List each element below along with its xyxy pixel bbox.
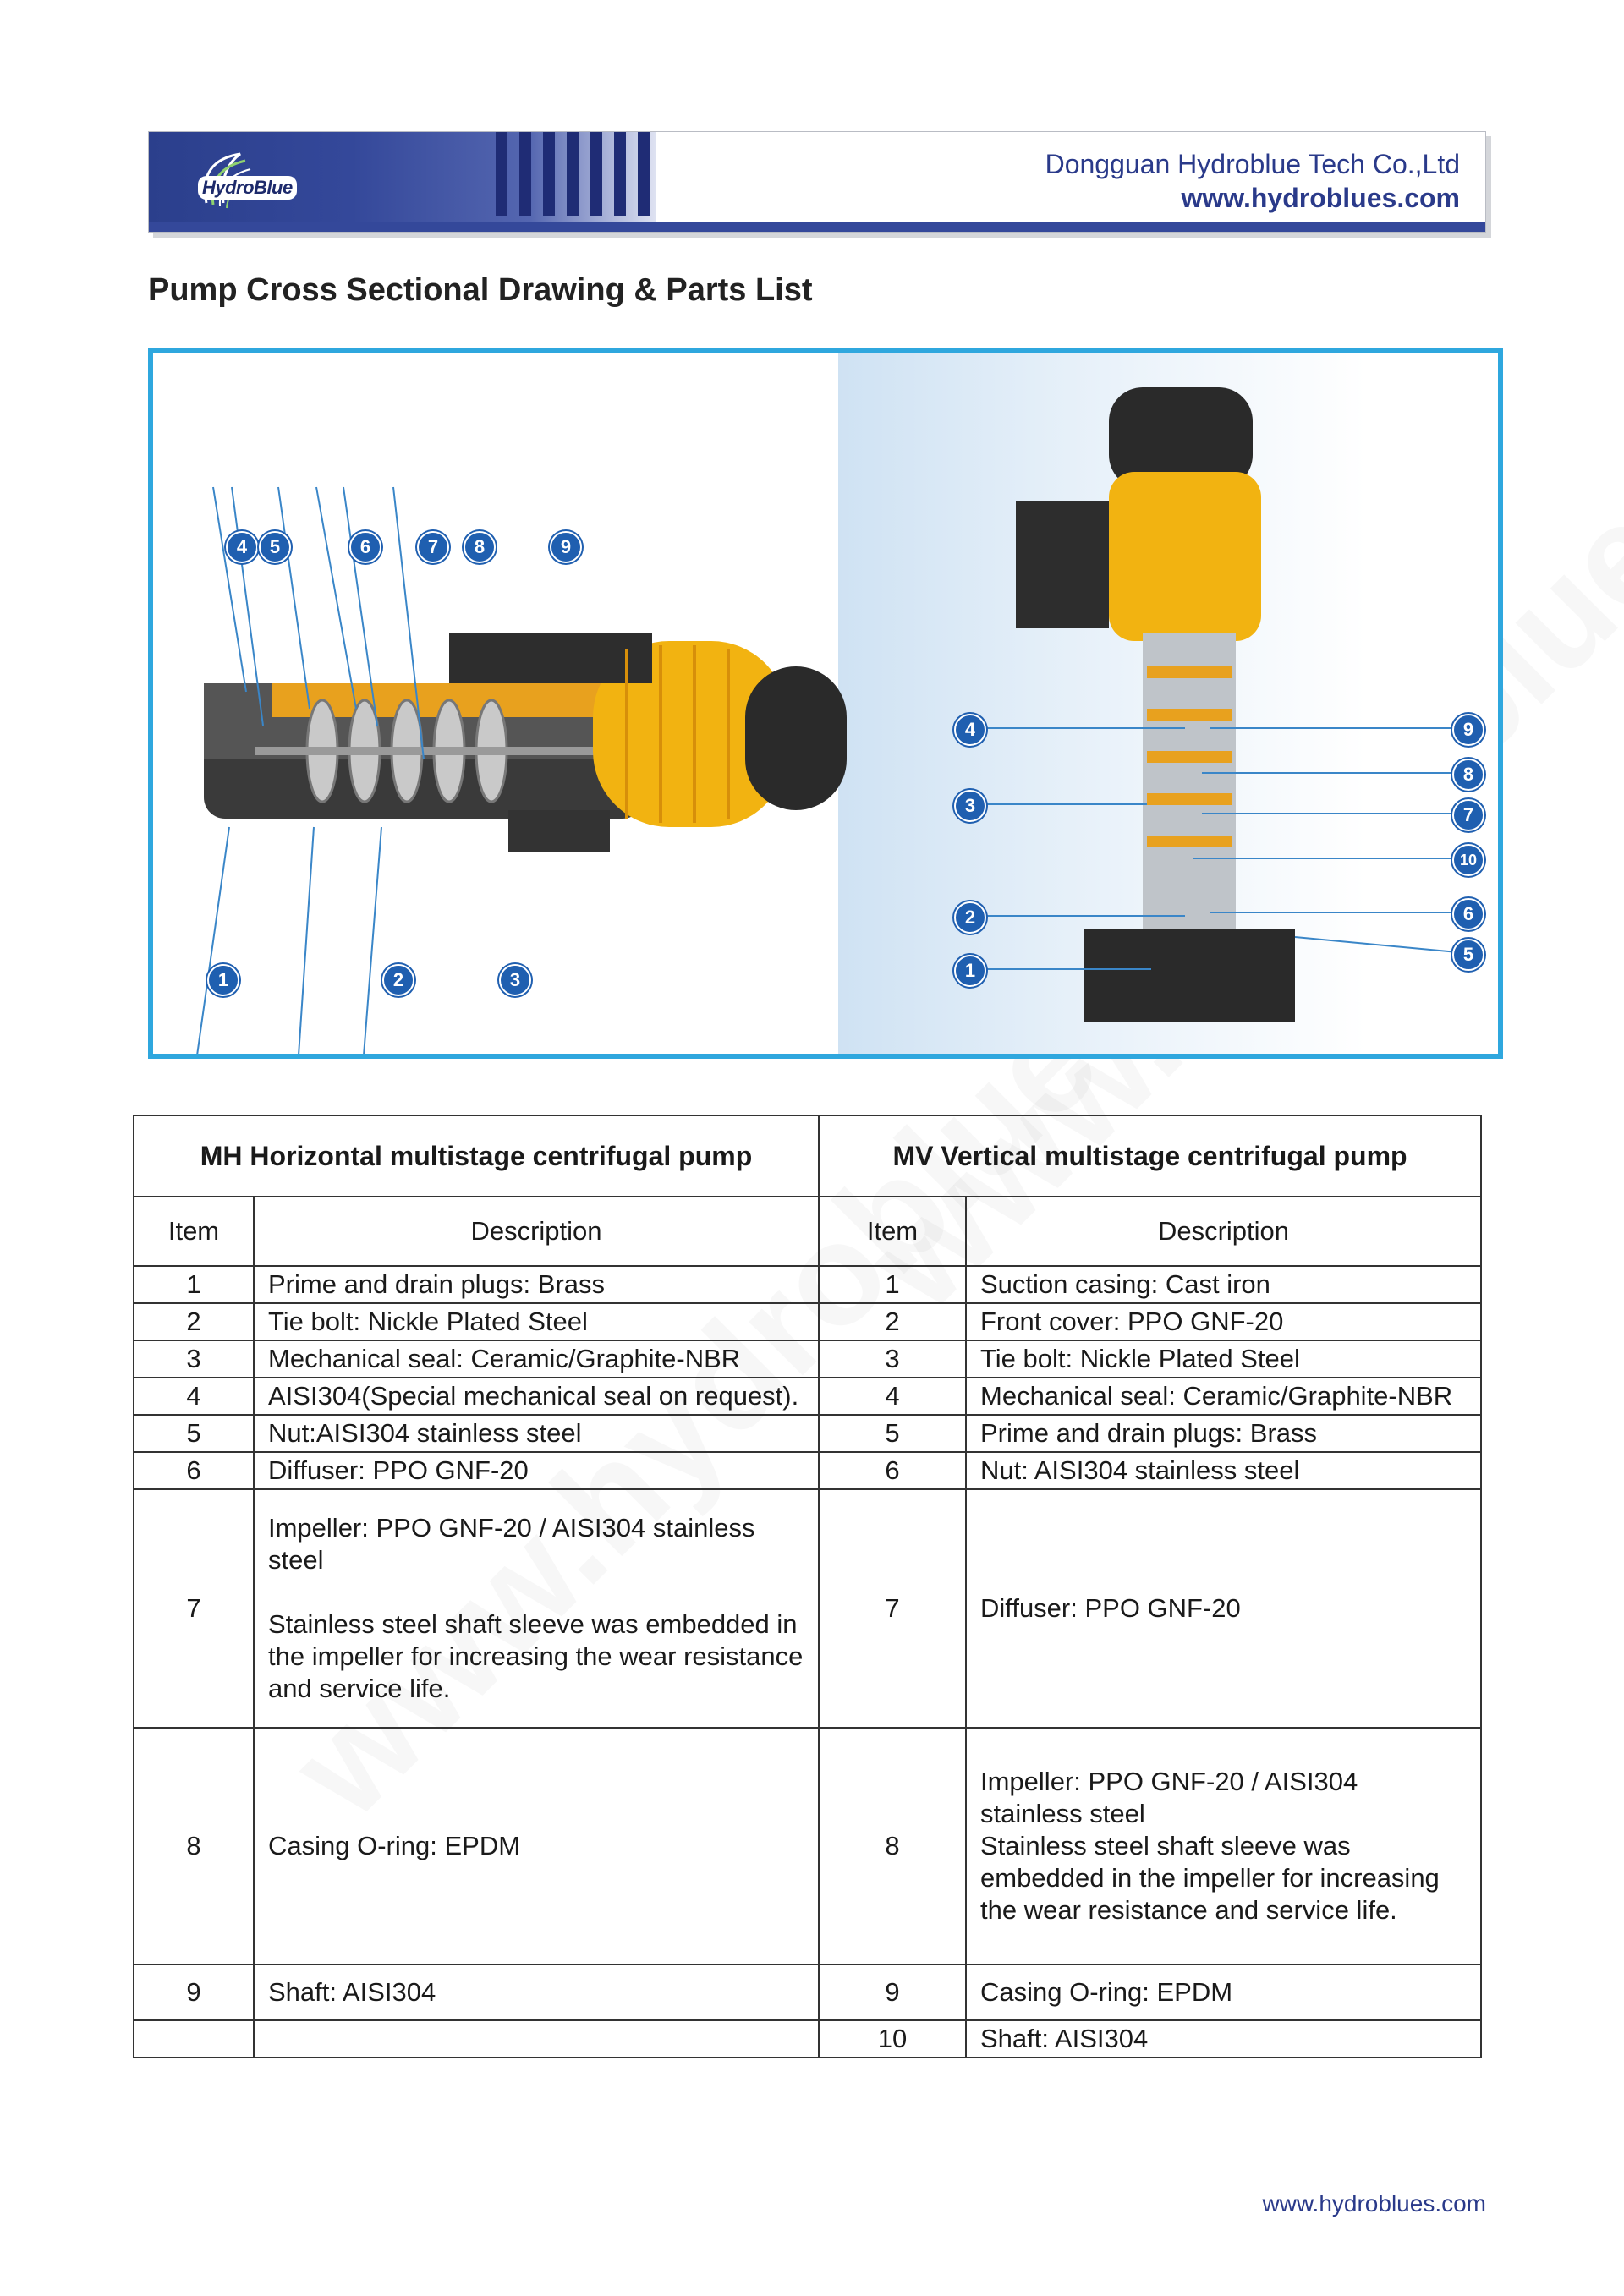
- table-row: 7 Impeller: PPO GNF-20 / AISI304 stainle…: [133, 1488, 1482, 1729]
- mv-item: 5: [818, 1414, 967, 1453]
- mh-item: 4: [133, 1377, 255, 1416]
- mh-item: 6: [133, 1451, 255, 1490]
- mv-item: 3: [818, 1340, 967, 1378]
- mv-description: Suction casing: Cast iron: [965, 1265, 1482, 1304]
- table-row: 4 AISI304(Special mechanical seal on req…: [133, 1377, 1482, 1416]
- mh-description-header: Description: [253, 1196, 820, 1267]
- mh-item: [133, 2019, 255, 2058]
- callout-h-9: 9: [550, 531, 582, 563]
- callout-h-4: 4: [226, 531, 258, 563]
- mv-description: Diffuser: PPO GNF-20: [965, 1488, 1482, 1729]
- mh-description: Nut:AISI304 stainless steel: [253, 1414, 820, 1453]
- callout-h-1: 1: [207, 964, 239, 996]
- callout-v-9: 9: [1452, 714, 1484, 746]
- callout-v-8: 8: [1452, 759, 1484, 791]
- mv-item: 8: [818, 1727, 967, 1965]
- mh-item: 5: [133, 1414, 255, 1453]
- mv-item: 7: [818, 1488, 967, 1729]
- mh-item: 2: [133, 1302, 255, 1341]
- mv-description: Prime and drain plugs: Brass: [965, 1414, 1482, 1453]
- mh-description: Diffuser: PPO GNF-20: [253, 1451, 820, 1490]
- table-row: 6 Diffuser: PPO GNF-20 6 Nut: AISI304 st…: [133, 1451, 1482, 1490]
- callout-v-6: 6: [1452, 898, 1484, 930]
- callout-v-3: 3: [954, 790, 986, 822]
- table-header-row: Item Description Item Description: [133, 1196, 1482, 1267]
- mv-description-part: Stainless steel shaft sleeve was embedde…: [980, 1831, 1440, 1925]
- mv-description: Mechanical seal: Ceramic/Graphite-NBR: [965, 1377, 1482, 1416]
- mh-description: [253, 2019, 820, 2058]
- callout-h-6: 6: [349, 531, 381, 563]
- mv-item: 2: [818, 1302, 967, 1341]
- company-website[interactable]: www.hydroblues.com: [1181, 183, 1460, 213]
- mv-description: Impeller: PPO GNF-20 / AISI304 stainless…: [965, 1727, 1482, 1965]
- callout-h-5: 5: [259, 531, 291, 563]
- footer-website[interactable]: www.hydroblues.com: [1262, 2190, 1486, 2217]
- page-title: Pump Cross Sectional Drawing & Parts Lis…: [148, 272, 813, 308]
- table-row: 10 Shaft: AISI304: [133, 2019, 1482, 2058]
- company-name: Dongguan Hydroblue Tech Co.,Ltd: [1045, 149, 1460, 179]
- cross-section-figure: 4 5 6 7 8 9 1 2 3 4 3 2 1 9 8 7 10 6 5: [148, 348, 1503, 1059]
- mv-description-header: Description: [965, 1196, 1482, 1267]
- mh-description: Shaft: AISI304: [253, 1964, 820, 2021]
- mh-description: Prime and drain plugs: Brass: [253, 1265, 820, 1304]
- horizontal-leader-lines: [196, 486, 425, 1054]
- mh-description: Casing O-ring: EPDM: [253, 1727, 820, 1965]
- mh-description: Mechanical seal: Ceramic/Graphite-NBR: [253, 1340, 820, 1378]
- mh-item: 9: [133, 1964, 255, 2021]
- table-row: 3 Mechanical seal: Ceramic/Graphite-NBR …: [133, 1340, 1482, 1378]
- logo-text: HydroBlue: [198, 176, 297, 200]
- mv-item: 10: [818, 2019, 967, 2058]
- table-row: 8 Casing O-ring: EPDM 8 Impeller: PPO GN…: [133, 1727, 1482, 1965]
- mh-item: 1: [133, 1265, 255, 1304]
- table-row: 1 Prime and drain plugs: Brass 1 Suction…: [133, 1265, 1482, 1304]
- callout-h-3: 3: [499, 964, 531, 996]
- callout-h-7: 7: [417, 531, 449, 563]
- mh-table-title: MH Horizontal multistage centrifugal pum…: [133, 1115, 820, 1197]
- mv-item: 9: [818, 1964, 967, 2021]
- table-row: 5 Nut:AISI304 stainless steel 5 Prime an…: [133, 1414, 1482, 1453]
- mh-item-header: Item: [133, 1196, 255, 1267]
- mh-item: 7: [133, 1488, 255, 1729]
- mv-description: Front cover: PPO GNF-20: [965, 1302, 1482, 1341]
- mv-item-header: Item: [818, 1196, 967, 1267]
- company-info: Dongguan Hydroblue Tech Co.,Ltd www.hydr…: [1045, 147, 1460, 215]
- mv-item: 6: [818, 1451, 967, 1490]
- banner-stripes: [496, 132, 650, 216]
- vertical-leader-lines: [968, 727, 1468, 970]
- callout-v-10: 10: [1452, 844, 1484, 876]
- mv-description: Shaft: AISI304: [965, 2019, 1482, 2058]
- table-row: 9 Shaft: AISI304 9 Casing O-ring: EPDM: [133, 1964, 1482, 2021]
- mv-item: 4: [818, 1377, 967, 1416]
- callout-h-2: 2: [382, 964, 414, 996]
- table-row: 2 Tie bolt: Nickle Plated Steel 2 Front …: [133, 1302, 1482, 1341]
- callout-v-7: 7: [1452, 799, 1484, 831]
- callout-h-8: 8: [464, 531, 496, 563]
- mv-item: 1: [818, 1265, 967, 1304]
- callout-v-4: 4: [954, 714, 986, 746]
- mh-description-part: Impeller: PPO GNF-20 / AISI304 stainless…: [268, 1513, 755, 1575]
- header-banner: HydroBlue Dongguan Hydroblue Tech Co.,Lt…: [148, 131, 1486, 233]
- mh-description-part: Stainless steel shaft sleeve was embedde…: [268, 1609, 804, 1703]
- horizontal-pump-illustration: [204, 633, 847, 852]
- mv-description: Casing O-ring: EPDM: [965, 1964, 1482, 2021]
- vertical-pump-illustration: [1016, 387, 1295, 1022]
- callout-v-2: 2: [954, 901, 986, 934]
- mv-description-part: Impeller: PPO GNF-20 / AISI304 stainless…: [980, 1767, 1358, 1828]
- parts-list-table: MH Horizontal multistage centrifugal pum…: [133, 1115, 1482, 2058]
- mh-description: Impeller: PPO GNF-20 / AISI304 stainless…: [253, 1488, 820, 1729]
- callout-v-5: 5: [1452, 939, 1484, 971]
- mv-table-title: MV Vertical multistage centrifugal pump: [818, 1115, 1482, 1197]
- mh-item: 8: [133, 1727, 255, 1965]
- mv-description: Nut: AISI304 stainless steel: [965, 1451, 1482, 1490]
- callout-v-1: 1: [954, 955, 986, 987]
- mh-item: 3: [133, 1340, 255, 1378]
- mh-description: AISI304(Special mechanical seal on reque…: [253, 1377, 820, 1416]
- mv-description: Tie bolt: Nickle Plated Steel: [965, 1340, 1482, 1378]
- banner-underline: [149, 222, 1485, 232]
- pump-drawings: [196, 387, 1468, 1054]
- mh-description: Tie bolt: Nickle Plated Steel: [253, 1302, 820, 1341]
